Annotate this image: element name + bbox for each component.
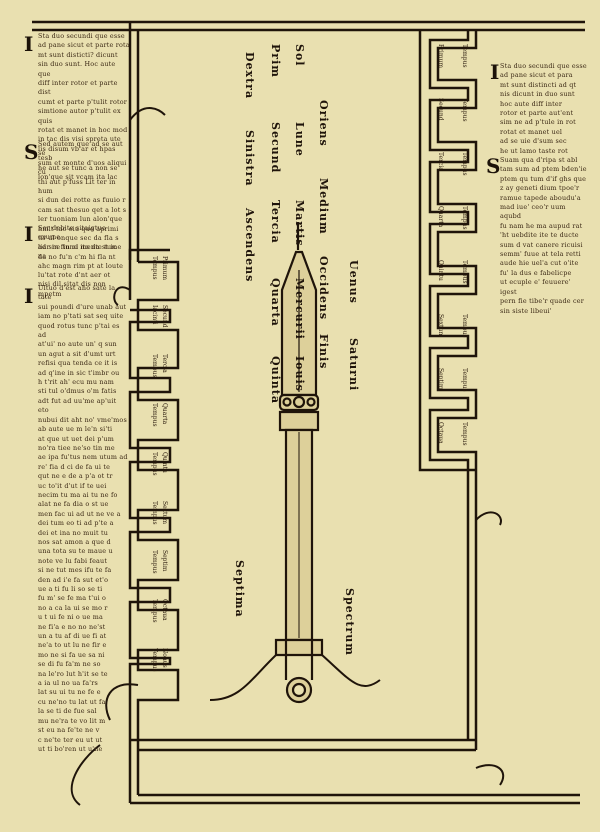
left-comb bbox=[136, 260, 180, 760]
comb-label: Tempus bbox=[461, 368, 468, 392]
initial-letter: I bbox=[24, 222, 34, 246]
comb-label: Quintu bbox=[437, 260, 444, 281]
comb-label: Tempus bbox=[461, 206, 468, 230]
vertical-label: Occidens bbox=[317, 256, 330, 321]
left-bar bbox=[128, 22, 140, 262]
comb-label: Tempus bbox=[461, 44, 468, 68]
left-paragraph-2: Sed autem que ad se aut se sum et monte … bbox=[38, 140, 127, 261]
vertical-label: Quarta bbox=[269, 278, 282, 327]
comb-label: Tempus bbox=[151, 501, 158, 525]
comb-label: Iacinti bbox=[151, 305, 158, 325]
comb-label: Tempus bbox=[151, 403, 158, 427]
vertical-label: Prim bbox=[269, 44, 282, 78]
comb-label: Tempus bbox=[151, 599, 158, 623]
comb-label: Tempus bbox=[461, 260, 468, 284]
vertical-label: Mercurii bbox=[293, 278, 306, 340]
comb-label: Tempus bbox=[461, 98, 468, 122]
comb-label: Nonus bbox=[161, 648, 168, 668]
left-paragraph-3: Ser debite sitaigtuo exume ad sin fin al… bbox=[38, 224, 124, 298]
right-lower-bar bbox=[466, 470, 478, 750]
comb-label: Tercia bbox=[161, 354, 168, 373]
vertical-label: Martis bbox=[293, 200, 306, 247]
initial-letter: I bbox=[24, 284, 34, 308]
comb-label: Quarta bbox=[437, 206, 444, 228]
vertical-label: Lune bbox=[293, 122, 306, 157]
comb-label: Octaua bbox=[437, 422, 444, 444]
comb-label: Tempus bbox=[461, 314, 468, 338]
comb-label: Septim bbox=[437, 368, 444, 390]
label-bottom-right: Spectrum bbox=[343, 588, 356, 656]
left-comb-inner bbox=[128, 248, 172, 770]
top-border bbox=[32, 20, 585, 32]
comb-label: Tempus bbox=[461, 152, 468, 176]
sword bbox=[274, 222, 324, 704]
label-bottom-left: Septima bbox=[233, 560, 246, 618]
comb-label: Tempus bbox=[461, 422, 468, 446]
vertical-label: Medium bbox=[317, 178, 330, 235]
vertical-label: Finis bbox=[317, 334, 330, 370]
right-comb-inner bbox=[436, 30, 478, 470]
comb-label: Tempus bbox=[151, 354, 158, 378]
vertical-label: Ascendens bbox=[243, 208, 256, 283]
comb-label: Tempus bbox=[151, 648, 158, 672]
vertical-label: Oriens bbox=[317, 100, 330, 147]
initial-letter: I bbox=[24, 32, 34, 56]
comb-label: Sextum bbox=[161, 501, 168, 525]
comb-label: Primum bbox=[161, 256, 168, 281]
comb-label: Quarta bbox=[161, 403, 168, 425]
flourishes bbox=[70, 107, 505, 806]
right-comb bbox=[428, 30, 470, 470]
comb-label: Sextum bbox=[437, 314, 444, 338]
comb-label: Tempus bbox=[151, 452, 158, 476]
vertical-label: Tercia bbox=[269, 200, 282, 244]
vertical-label: Sinistra bbox=[243, 130, 256, 187]
comb-label: Quintu bbox=[161, 452, 168, 473]
right-paragraph-2: Suam qua d'ripa st abl tam sum ad ptem b… bbox=[500, 156, 587, 315]
bottom-frame bbox=[130, 738, 580, 805]
vertical-label: Dextra bbox=[243, 52, 256, 100]
comb-label: Tercia bbox=[437, 152, 444, 171]
vertical-label: Saturni bbox=[347, 338, 360, 392]
left-paragraph-1: Sta duo secundi que esse ad pane sicut e… bbox=[38, 32, 130, 182]
comb-label: Tempus bbox=[151, 256, 158, 280]
comb-label: Primum bbox=[437, 44, 444, 69]
left-paragraph-4: Ultuo d'est aho sate la tate sui poundi … bbox=[38, 284, 128, 753]
comb-label: Secund bbox=[161, 305, 168, 328]
vertical-label: Secund bbox=[269, 122, 282, 174]
comb-label: Septim bbox=[161, 550, 168, 572]
comb-label: Tempus bbox=[151, 550, 158, 574]
vertical-label: Iouis bbox=[293, 356, 306, 392]
initial-letter: S bbox=[24, 140, 39, 164]
vertical-label: Uenus bbox=[347, 260, 360, 304]
initial-letter: S bbox=[486, 154, 501, 178]
vertical-label: Sol bbox=[293, 44, 306, 67]
vertical-label: Quinta bbox=[269, 356, 282, 404]
comb-label: Octaua bbox=[161, 599, 168, 621]
initial-letter: I bbox=[490, 60, 500, 84]
right-paragraph-1: Sta duo secundi que esse ad pane sicut e… bbox=[500, 62, 587, 155]
comb-label: Secund bbox=[437, 98, 444, 121]
